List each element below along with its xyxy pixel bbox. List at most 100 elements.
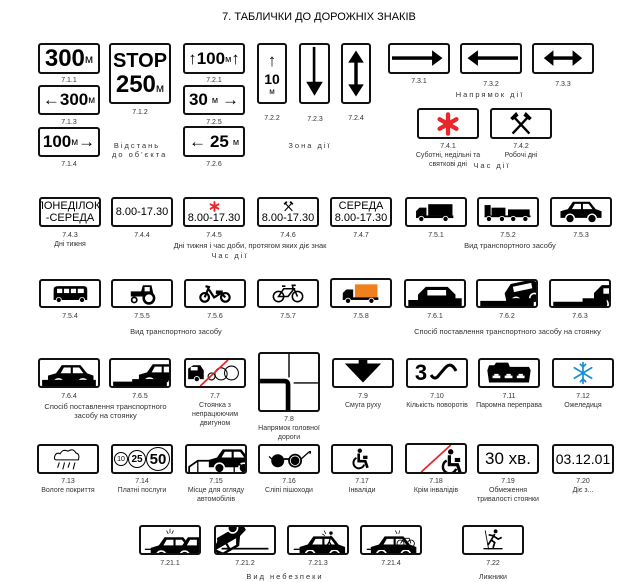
arrow-left-right-icon <box>543 50 583 66</box>
rain-cloud-icon <box>53 449 80 470</box>
sign-code: 7.7 <box>210 393 220 400</box>
sign-text: 03.12.01 <box>555 451 611 467</box>
sign-7-6-2 <box>476 279 538 308</box>
sign-code: 7.21.2 <box>235 560 255 567</box>
arrow-left-line-icon <box>467 50 518 66</box>
sign-code: 7.4.7 <box>353 232 369 239</box>
sign-code: 7.4.4 <box>134 232 150 239</box>
caption-text: Робочі дні <box>504 152 538 159</box>
sign-code: 7.2.1 <box>206 77 222 84</box>
bus-icon <box>53 286 88 303</box>
caption-text: Ожеледиця <box>564 402 602 409</box>
sign-code: 7.22 <box>486 560 500 567</box>
sign-7-21-4 <box>360 525 422 555</box>
sign-code: 7.11 <box>502 393 516 400</box>
sign-text: ПОНЕДІЛОК- <box>39 200 101 212</box>
sign-7-19: 30 хв. <box>477 444 539 474</box>
sign-text: 8.00-17.30 <box>334 212 388 224</box>
sign-number: 250 <box>115 71 156 98</box>
sign-7-6-3 <box>549 279 611 308</box>
car-hits-cyclist-icon <box>366 530 416 550</box>
caption-line: Відстань <box>113 141 161 150</box>
sign-7-21-3 <box>287 525 349 555</box>
sign-7-17 <box>331 444 393 474</box>
red-asterisk-icon <box>209 201 220 212</box>
sign-7-21-1 <box>139 525 201 555</box>
sign-number: 10 <box>264 71 280 87</box>
sign-7-6-4 <box>38 358 100 388</box>
group-caption: Час дії <box>473 161 511 170</box>
sign-unit: м <box>155 81 165 95</box>
sign-code: 7.17 <box>355 478 369 485</box>
sign-code: 7.10 <box>430 393 444 400</box>
sign-7-4-6: 8.00-17.30 <box>257 197 319 227</box>
parking-on-sidewalk-edge-icon <box>42 360 96 386</box>
sign-number: 300 <box>44 44 85 72</box>
sign-code: 7.9 <box>358 393 368 400</box>
sign-text: 8.00-17.30 <box>187 211 241 224</box>
caption-line: Спосіб поставлення транспортного <box>44 402 167 411</box>
sign-code: 7.4.3 <box>62 232 78 239</box>
sign-7-4-1 <box>417 108 479 139</box>
glasses-icon <box>268 450 312 468</box>
sign-7-21-2 <box>214 525 276 555</box>
sign-7-4-4: 8.00-17.30 <box>111 197 173 227</box>
sign-7-15 <box>185 444 247 474</box>
caption-text: Платні послуги <box>117 487 167 494</box>
sign-number: 100 <box>42 132 72 151</box>
group-caption: Зона дії <box>288 141 332 150</box>
sign-code: 7.1.1 <box>61 77 77 84</box>
coin-25: 25 <box>128 450 146 468</box>
sign-7-16 <box>258 444 320 474</box>
sign-7-5-8 <box>330 278 392 308</box>
sign-7-4-2 <box>490 108 552 139</box>
group-caption: Напрямок дії <box>455 90 525 99</box>
sign-7-10: 3 <box>406 358 468 388</box>
hammers-icon <box>283 201 294 212</box>
arrow-up-icon: ↑ <box>267 51 277 70</box>
sign-7-6-5 <box>109 358 171 388</box>
sign-7-7 <box>184 358 246 388</box>
arrow-up-icon: ↑ <box>188 48 197 68</box>
sign-code: 7.5.4 <box>62 313 78 320</box>
lane-arrow-down-icon <box>344 360 382 383</box>
sign-code: 7.6.2 <box>499 313 515 320</box>
sign-number: 30 <box>188 90 208 109</box>
sign-code: 7.6.3 <box>572 313 588 320</box>
sign-code: 7.8 <box>284 416 294 423</box>
sign-7-8 <box>258 352 320 412</box>
sign-code: 7.12 <box>576 393 590 400</box>
group-caption: Дні тижня і час доби, протягом яких діє … <box>173 241 327 250</box>
dangerous-goods-truck-icon <box>342 284 379 304</box>
car-icon <box>559 200 603 224</box>
arrow-right-line-icon <box>392 50 443 66</box>
sign-code: 7.2.2 <box>264 115 280 122</box>
main-road-direction-icon <box>260 354 318 410</box>
sign-code: 7.20 <box>576 478 590 485</box>
engine-off-parking-icon <box>188 360 239 386</box>
sign-7-20: 03.12.01 <box>552 444 614 474</box>
sign-code: 7.2.4 <box>348 115 364 122</box>
caption-text: Дні тижня <box>54 241 86 248</box>
winding-road-icon <box>429 363 458 380</box>
sign-text: СЕРЕДА <box>338 200 384 212</box>
snowflake-icon <box>573 361 593 385</box>
caption-text: Сліпі пішоходи <box>265 487 313 494</box>
sign-code: 7.3.1 <box>411 78 427 85</box>
caption-text: Інваліди <box>348 487 376 494</box>
sign-code: 7.15 <box>209 478 223 485</box>
sign-stop-text: STOP <box>112 50 168 72</box>
